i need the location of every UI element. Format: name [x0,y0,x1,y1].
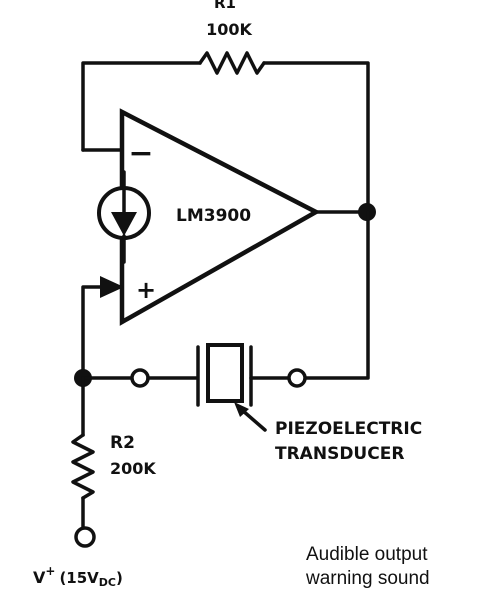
noninverting-arrow-icon [100,276,124,298]
r1-resistor [198,51,266,75]
transducer-label-line1: PIEZOELECTRIC [275,419,422,439]
supply-plus: + [45,564,55,578]
supply-detail-sub: DC [99,576,116,589]
r2-value-label: 200K [110,459,156,478]
right-terminal-icon [287,368,307,388]
caption-line-2: warning sound [306,568,430,589]
r2-resistor [71,433,95,500]
supply-label: V+ (15VDC) [33,564,123,589]
feedback-wire-right [262,61,370,214]
supply-v: V [33,568,46,587]
current-source-arrow-icon [111,212,137,236]
output-to-transducer-wire [303,210,370,380]
supply-detail-open: (15V [59,569,99,587]
caption-line-1: Audible output [306,544,428,565]
feedback-wire-left [81,61,202,152]
piezo-crystal-body [206,343,244,403]
left-terminal-icon [130,368,150,388]
transducer-leader-line [240,408,267,432]
opamp-label: LM3900 [176,206,251,226]
r1-name-label: R1 [214,0,236,12]
supply-detail-close: ) [116,569,123,587]
inverting-sign: − [128,136,153,171]
transducer-leader-arrow-icon [234,402,249,417]
transducer-label-line2: TRANSDUCER [275,444,404,464]
noninverting-input-wire [81,285,106,380]
noninverting-sign: + [136,276,156,304]
caption: Audible output warning sound [306,543,430,591]
r1-value-label: 100K [206,20,252,39]
supply-terminal-icon [74,526,96,548]
r2-name-label: R2 [110,433,135,453]
